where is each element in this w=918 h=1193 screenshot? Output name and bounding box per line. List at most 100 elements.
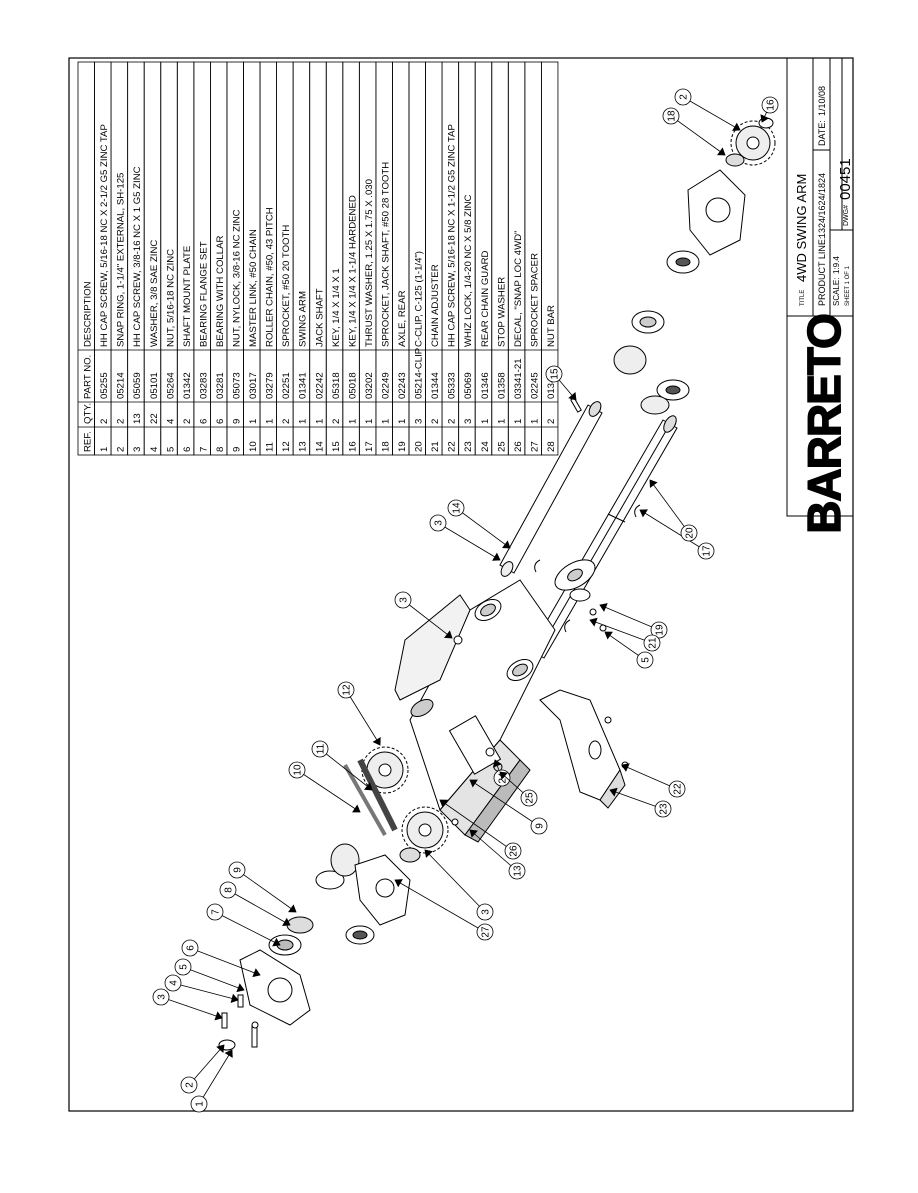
table-cell: 05069 [463,372,474,399]
callout-number: 16 [766,99,777,111]
leader-line [198,1049,233,1105]
leader-line [469,829,518,872]
table-cell: AXLE, REAR [397,290,408,347]
table-cell: 02242 [314,372,325,399]
table-cell: 27 [529,441,540,452]
callout-bubble [429,514,447,532]
table-cell: STOP WASHER [496,277,507,347]
leader-arrow [568,392,577,401]
table-cell: 6 [182,447,193,452]
leader-line [402,599,453,639]
leader-arrow [621,763,630,772]
table-cell: 3 [132,447,143,452]
callout-number: 12 [342,684,353,696]
table-cell: 4 [149,446,160,452]
table-cell: BEARING WITH COLLAR [215,236,226,347]
callout-number: 7 [211,909,222,915]
right-bearing-group [613,250,700,415]
table-cell: 1 [314,419,325,424]
table-cell: SPROCKET, #50 20 TOOTH [281,225,292,347]
table-cell: SNAP RING, 1-1/4" EXTERNAL, SH-125 [116,173,127,347]
table-cell: 05018 [347,372,358,399]
leader-arrow [599,603,608,612]
shaft-mount-plate-left [239,843,411,1026]
callout-number: 2 [679,94,690,100]
roller-chain [343,758,398,836]
table-cell: 25 [496,441,507,452]
callout-number: 26 [509,845,520,857]
table-cell: KEY, 1/4 X 1/4 X 1 [331,268,342,347]
table-cell: MASTER LINK, #50 CHAIN [248,229,259,347]
table-cell: 13 [298,441,309,452]
callout-number: 1 [195,1101,206,1107]
product-line-label: PRODUCT LINE: [817,237,827,306]
leader-arrow [469,779,478,788]
callout-bubble [174,958,192,976]
leader-arrow [589,617,598,627]
table-cell: 2 [281,419,292,424]
callout-number: 27 [481,926,492,938]
leader-arrow [609,787,618,797]
leader-arrow [236,983,245,993]
table-cell: 19 [397,441,408,452]
leader-line [394,879,486,933]
leader-arrow [502,540,511,549]
callout-bubble [654,800,672,818]
callout-bubble [650,621,668,639]
table-cell: 1 [347,419,358,424]
callout-number: 23 [659,803,670,815]
callout-bubble [643,634,661,652]
callout-bubble [181,939,199,957]
leader-line [345,689,381,746]
leader-arrow [444,630,453,639]
callout-bubble [674,88,692,106]
table-cell: 2 [99,419,110,424]
leader-line [214,911,281,946]
leader-line [649,479,690,534]
table-cell: 1 [480,419,491,424]
table-cell: 2 [331,419,342,424]
table-cell: HH CAP SCREW, 5/16-18 NC X 1-1/2 G5 ZINC… [447,124,458,347]
dwg-label: DWG# [843,205,850,226]
callout-bubble [504,842,522,860]
table-cell: 01358 [496,372,507,399]
callout-bubble [288,761,306,779]
leader-line [682,96,741,131]
callout-number: 3 [157,994,168,1000]
table-cell: 02249 [380,372,391,399]
shaft-mount-plate-right [687,169,746,256]
callout-number: 9 [233,867,244,873]
callout-number: 19 [655,624,666,636]
table-cell: 2 [447,419,458,424]
leader-line [160,996,223,1019]
table-cell: REAR CHAIN GUARD [480,250,491,347]
table-cell: SHAFT MOUNT PLATE [182,246,193,347]
callout-number: 2 [185,1082,196,1088]
table-cell: 1 [298,419,309,424]
table-cell: 26 [513,441,524,452]
title-label: TITLE [800,290,806,306]
parts-illustration [218,117,776,1051]
callout-bubble [520,789,538,807]
table-cell: 1 [248,419,259,424]
leader-line [172,982,239,1001]
leader-line [639,509,707,552]
table-cell: SPROCKET SPACER [529,253,540,347]
callout-number: 11 [316,743,327,754]
table-cell: 13 [132,413,143,424]
leader-line [609,789,664,810]
leader-arrow [214,1011,223,1021]
scale-value: 1:9.4 [832,256,841,274]
leader-arrow [760,114,770,123]
callout-number: 18 [667,110,678,122]
callout-bubble [311,740,329,758]
callout-bubble [164,974,182,992]
leader-line [188,1044,225,1086]
table-cell: NUT, 5/16-18 NC ZINC [165,249,176,347]
leader-arrow [424,849,433,858]
table-cell: 01347 [546,372,557,399]
leader-line [236,869,297,913]
callout-bubble [180,1076,198,1094]
table-cell: 4 [165,418,176,424]
